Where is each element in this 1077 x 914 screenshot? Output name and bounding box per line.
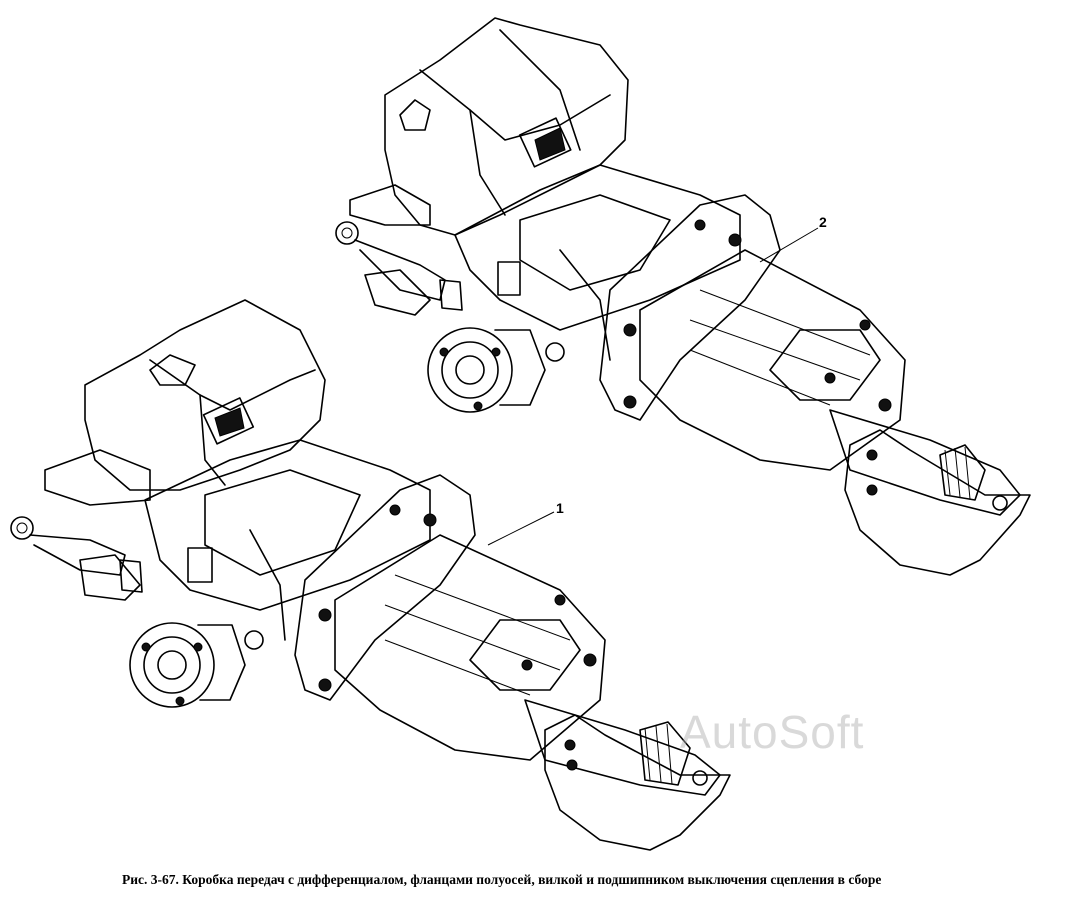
callout-label-2: 2 <box>819 214 827 230</box>
gearbox-2 <box>335 17 1031 576</box>
callout-2-leader <box>759 227 819 263</box>
callout-label-1: 1 <box>556 500 564 516</box>
watermark-text: AutoSoft <box>680 706 865 758</box>
callout-1-leader <box>487 511 555 546</box>
figure-caption: Рис. 3-67. Коробка передач с дифференциа… <box>122 872 882 887</box>
gearbox-1 <box>10 299 731 851</box>
